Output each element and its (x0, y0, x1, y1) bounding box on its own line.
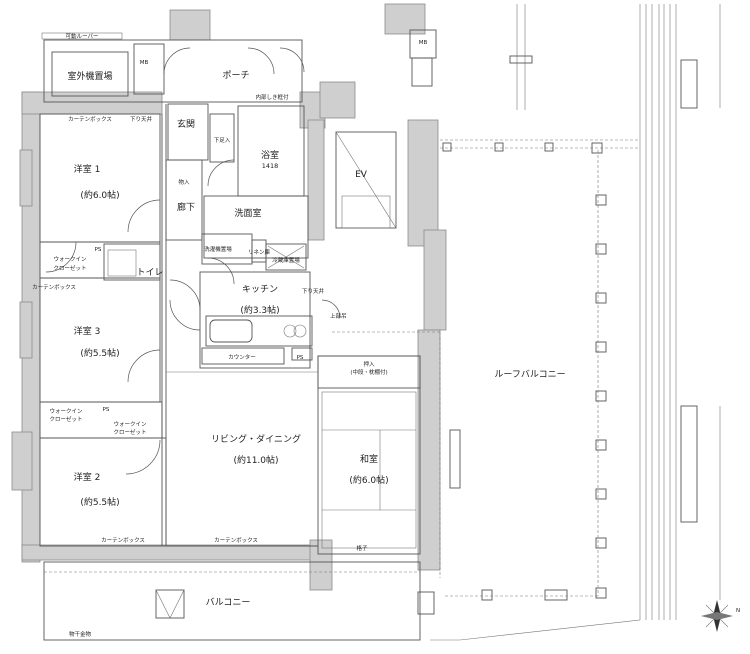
living-area: (約11.0帖) (233, 454, 278, 466)
storage-label: 物入 (178, 178, 190, 186)
compass-north-label: N (736, 608, 740, 614)
ps-label-2: PS (95, 247, 102, 253)
oshiire-detail-label: (中段・枕棚付) (350, 368, 387, 376)
balcony-name: バルコニー (206, 597, 251, 608)
exterior-walls (11, 3, 447, 591)
japanese-name: 和室 (360, 453, 378, 465)
lattice-label: 格子 (356, 544, 368, 552)
walkin-label-3: ウォークイン (113, 420, 147, 428)
fence-label: 物干金物 (69, 630, 92, 638)
frame-door-label: 内部しき框付 (255, 93, 289, 101)
partitions (39, 103, 461, 641)
toilet-name: トイレ (136, 268, 163, 278)
kitchen-name: キッチン (242, 284, 278, 295)
linen-label: リネン庫 (248, 248, 271, 256)
mb-label-2: MB (419, 40, 428, 46)
closet-label-1: クローゼット (53, 264, 86, 272)
downlight-label-2: 下り天井 (302, 287, 325, 295)
closet-label-3: クローゼット (113, 428, 146, 436)
closet-label-2: クローゼット (49, 415, 82, 423)
shoes-label: 下足入 (214, 137, 231, 144)
floor-storage-label: 上部吊 (330, 312, 347, 320)
curtain-box-label-1: カーテンボックス (68, 115, 112, 123)
bath-size: 1418 (262, 162, 279, 170)
compass-rose: N (701, 600, 740, 632)
outdoor-unit-name: 室外機置場 (67, 70, 112, 82)
entrance-name: 玄関 (177, 118, 195, 130)
ev-name: EV (355, 170, 368, 180)
japanese-area: (約6.0帖) (349, 474, 388, 486)
washroom-name: 洗面室 (234, 207, 261, 219)
walkin-label-2: ウォークイン (49, 407, 83, 415)
grille-label: 可動ルーバー (66, 32, 99, 40)
curtain-box-label-3: カーテンボックス (101, 536, 145, 544)
western3-name: 洋室 3 (74, 325, 101, 337)
ps-label-3: PS (103, 407, 110, 413)
counter-label: カウンター (228, 353, 256, 361)
porch-name: ポーチ (222, 70, 249, 81)
downlight-label-1: 下り天井 (130, 115, 153, 123)
door-swings (45, 159, 341, 475)
bath-name: 浴室 (261, 149, 279, 161)
living-name: リビング・ダイニング (211, 433, 301, 445)
curtain-box-label-4: カーテンボックス (214, 536, 258, 544)
western2-name: 洋室 2 (74, 471, 101, 483)
curtain-box-label-2: カーテンボックス (32, 283, 76, 291)
western1-area: (約6.0帖) (80, 189, 119, 201)
walkin-label-1: ウォークイン (53, 255, 87, 263)
hallway-name: 廊下 (177, 201, 195, 213)
western2-area: (約5.5帖) (80, 496, 119, 508)
western1-name: 洋室 1 (74, 163, 101, 175)
fridge-label: 冷蔵庫置場 (272, 256, 300, 264)
porch-area (41, 29, 437, 103)
kitchen-area: (約3.3帖) (240, 304, 279, 316)
mb-label-1: MB (140, 60, 149, 66)
ps-label-1: PS (297, 355, 304, 361)
roof-balcony-name: ルーフバルコニー (494, 369, 565, 380)
washer-label: 洗濯機置場 (204, 245, 232, 253)
roof-balcony-outline (430, 4, 721, 641)
roof-balcony-posts (442, 142, 607, 601)
western3-area: (約5.5帖) (80, 347, 119, 359)
oshiire-label: 押入 (363, 360, 375, 368)
